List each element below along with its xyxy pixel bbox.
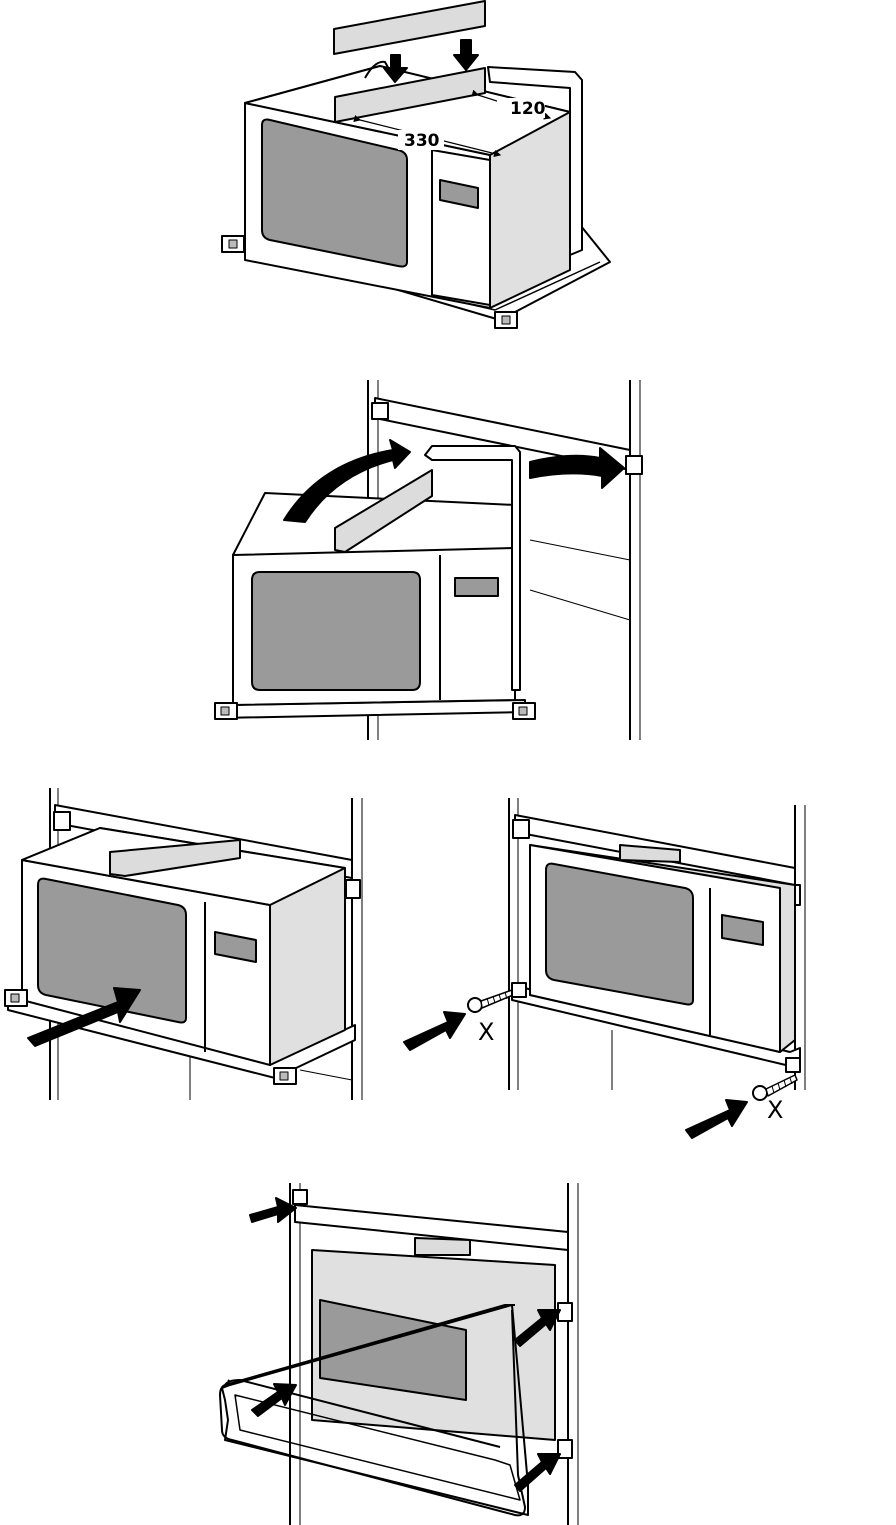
arrow-push-icon [686,1100,747,1138]
step-3-push-into-cabinet [5,788,362,1100]
step-4-fasten-screws [404,798,805,1138]
mounting-foot [346,880,360,898]
dimension-width-label: 330 [404,131,440,151]
step-1-measure-appliance [222,1,610,328]
arrow-down-icon [454,40,478,70]
control-panel [432,150,490,305]
dimension-depth-label: 120 [510,99,546,119]
step-2-lift-into-cabinet [215,380,642,740]
mounting-foot [512,983,526,997]
screw-label-x: X [478,1018,494,1046]
microwave-door-window [546,864,693,1005]
mounting-foot [786,1058,800,1072]
mounting-foot [513,820,529,838]
screw-icon [468,990,513,1012]
mounting-foot [54,812,70,830]
mounting-foot [293,1190,307,1204]
arrow-push-icon [404,1012,465,1050]
screw-label-x: X [767,1096,783,1124]
step-5-attach-trim-frame [220,1183,578,1525]
display-window [455,578,498,596]
mounting-foot [372,403,388,419]
microwave-door-window [252,572,420,690]
mounting-foot [626,456,642,474]
